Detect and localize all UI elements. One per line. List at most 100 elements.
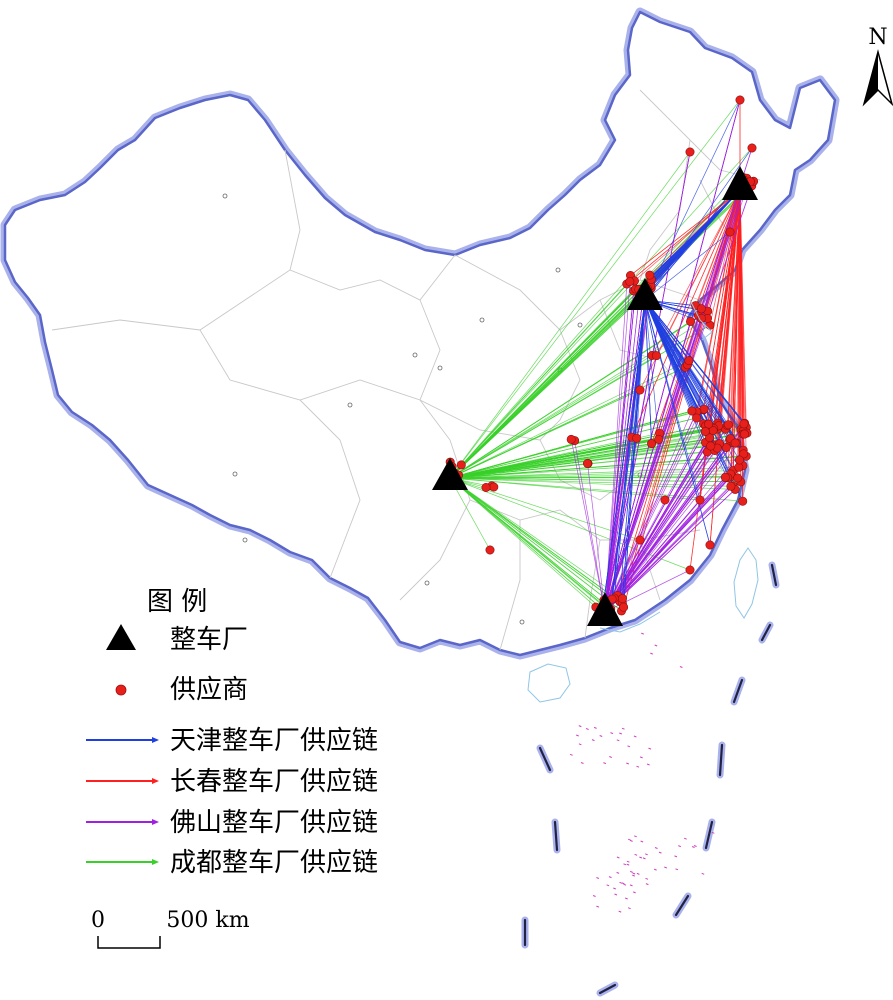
sea-island [711, 831, 715, 834]
sea-island [636, 765, 640, 768]
supply-link [732, 189, 741, 471]
supply-link [449, 476, 732, 479]
province-boundary [399, 439, 471, 601]
sea-island [658, 851, 662, 854]
sea-island [614, 893, 618, 896]
supply-link [449, 355, 653, 479]
south-china-sea-islands [569, 632, 715, 913]
supply-link [449, 288, 641, 479]
capital-markers [222, 193, 713, 625]
supply-link [449, 477, 623, 599]
supplier-marker [700, 426, 710, 436]
sea-island [678, 845, 681, 848]
supply-link [603, 299, 646, 601]
province-boundary [51, 269, 291, 331]
sea-island [679, 666, 683, 668]
capital-marker [479, 317, 485, 323]
sea-island [627, 907, 631, 910]
supply-link [449, 280, 635, 479]
legend: 图 例 整车厂 供应商 天津整车厂供应链 长春整车厂供应链 佛山整车厂供应链 成… [86, 587, 378, 878]
supply-link [570, 439, 606, 613]
supply-link [604, 485, 734, 613]
capital-marker [424, 580, 430, 586]
supplier-marker [705, 540, 715, 550]
scale-bar-start-label: 0 [91, 908, 105, 933]
dash-segment [598, 983, 617, 995]
sea-island [645, 853, 648, 856]
sea-island [619, 732, 622, 735]
supply-link [604, 426, 708, 613]
supplier-marker [660, 495, 670, 505]
supply-link [604, 489, 736, 613]
supply-link [449, 443, 652, 479]
supply-link [449, 289, 649, 479]
supply-link [604, 283, 628, 613]
capital-marker [555, 267, 561, 273]
tianjin-supply-lines [602, 99, 753, 613]
supplier-marker [721, 442, 731, 452]
sea-island [626, 860, 630, 863]
supplier-marker [489, 482, 499, 492]
supply-link [708, 189, 741, 442]
sea-island [613, 887, 616, 890]
dash-segment [704, 820, 714, 850]
supply-link [644, 299, 736, 490]
nine-dash-line [521, 561, 780, 997]
sea-island [634, 853, 638, 856]
supplier-marker [635, 535, 645, 545]
sea-island [648, 747, 652, 750]
supplier-marker [654, 434, 664, 444]
sea-island [599, 735, 603, 737]
supplier-marker [733, 473, 743, 483]
legend-label-supplier: 供应商 [170, 675, 248, 705]
supply-link [449, 151, 691, 479]
sea-island [625, 897, 628, 900]
supply-link [644, 231, 731, 301]
supply-link [449, 477, 597, 608]
supplier-marker [704, 419, 714, 429]
supply-link [621, 299, 646, 611]
supply-link [449, 477, 622, 612]
dash-segment [674, 894, 690, 917]
sea-island [603, 762, 607, 765]
sea-island [569, 753, 573, 756]
supply-link [449, 470, 733, 479]
supply-link [651, 189, 741, 286]
sea-island [578, 725, 582, 728]
plant-marker-foshan [587, 592, 623, 626]
legend-plant-icon [106, 624, 136, 650]
supplier-marker [566, 434, 576, 444]
legend-label-chengdu: 成都整车厂供应链 [170, 848, 378, 878]
supply-link [604, 477, 738, 613]
supply-link [634, 189, 741, 282]
plant-marker-changchun [722, 166, 758, 200]
sea-island [633, 735, 637, 738]
supply-link [644, 299, 690, 361]
supply-link [449, 275, 631, 479]
supply-link [651, 189, 741, 356]
sea-island [675, 868, 679, 871]
legend-label-foshan: 佛山整车厂供应链 [170, 808, 378, 838]
supplier-marker [456, 460, 466, 470]
supply-link [449, 360, 690, 479]
supply-link [449, 177, 747, 479]
sea-island [585, 728, 589, 730]
supplier-marker [739, 419, 749, 429]
supplier-marker [645, 270, 655, 280]
sea-island [591, 739, 595, 742]
province-boundary [299, 399, 361, 579]
dash-segment [760, 623, 772, 642]
supply-link [604, 476, 732, 613]
supply-link [449, 477, 611, 610]
supply-link [574, 440, 606, 613]
capital-marker [519, 619, 525, 625]
supply-link [449, 477, 613, 600]
supply-link [713, 189, 741, 429]
supplier-marker [738, 496, 748, 506]
sea-island [596, 905, 600, 908]
supply-link [644, 299, 745, 424]
supplier-marker [706, 441, 716, 451]
taiwan-island [733, 547, 759, 619]
sea-island [628, 838, 631, 841]
